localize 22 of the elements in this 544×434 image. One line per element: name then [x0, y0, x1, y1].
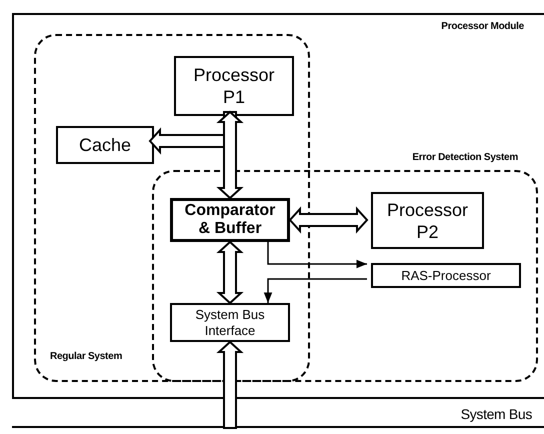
group-label: Error Detection System [412, 151, 518, 165]
box-label: System Bus Interface [194, 306, 266, 338]
process-box [170, 303, 290, 342]
process-box [170, 198, 290, 242]
hollow-arrow [216, 340, 244, 429]
box-label: RAS-Processor [400, 268, 492, 283]
box-label: Processor P2 [386, 198, 470, 242]
box-label: Comparator & Buffer [184, 202, 276, 238]
process-box [174, 56, 294, 116]
process-box [371, 192, 484, 249]
box-label: Processor P1 [192, 64, 276, 108]
process-box [371, 263, 521, 288]
arrow [264, 278, 367, 303]
frame-label: Processor Module [441, 20, 524, 34]
bus-label: System Bus [460, 405, 532, 424]
box-label: Cache [78, 134, 132, 156]
arrow [267, 242, 367, 268]
hollow-arrow [288, 206, 368, 234]
hollow-arrow [216, 110, 244, 200]
hollow-arrow [216, 240, 244, 304]
process-box [56, 126, 154, 164]
group-label: Regular System [50, 350, 122, 364]
